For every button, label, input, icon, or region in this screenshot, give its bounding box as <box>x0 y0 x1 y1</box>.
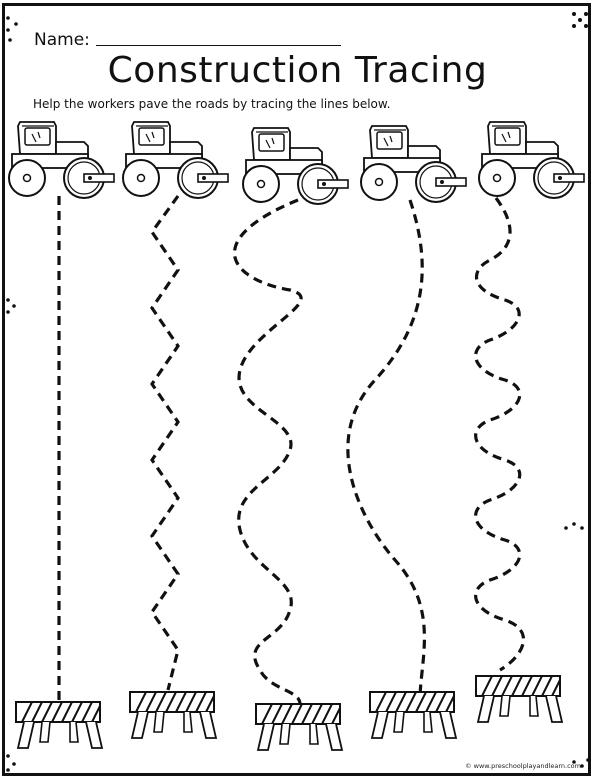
instructions: Help the workers pave the roads by traci… <box>33 97 391 111</box>
construction-barricade-icon <box>255 703 343 751</box>
dot-cluster-icon <box>6 298 16 314</box>
copyright-notice: © www.preschoolplayandlearn.com <box>465 762 581 770</box>
dot-cluster-icon <box>6 754 16 772</box>
dot-cluster-icon <box>572 758 590 768</box>
construction-barricade-icon <box>15 701 103 749</box>
construction-barricade-icon <box>475 675 563 723</box>
page-border <box>2 3 591 776</box>
road-roller-icon <box>478 121 585 199</box>
dot-cluster-icon <box>6 16 18 42</box>
tracing-line-curve[interactable] <box>346 199 427 701</box>
name-field-line[interactable] <box>95 44 341 46</box>
tracing-line-wavy[interactable] <box>232 198 303 705</box>
road-roller-icon <box>242 127 349 205</box>
page-title: Construction Tracing <box>107 50 488 91</box>
road-roller-icon <box>8 121 115 199</box>
road-roller-icon <box>122 121 229 199</box>
construction-barricade-icon <box>369 691 457 739</box>
name-label: Name: <box>34 30 90 50</box>
road-roller-icon <box>360 125 467 203</box>
name-row: Name: <box>34 30 341 50</box>
dot-cluster-icon <box>564 522 584 530</box>
tracing-line-zigzag[interactable] <box>150 195 180 691</box>
dot-cluster-icon <box>572 12 588 28</box>
tracing-line-loops[interactable] <box>474 197 525 672</box>
construction-barricade-icon <box>129 691 217 739</box>
